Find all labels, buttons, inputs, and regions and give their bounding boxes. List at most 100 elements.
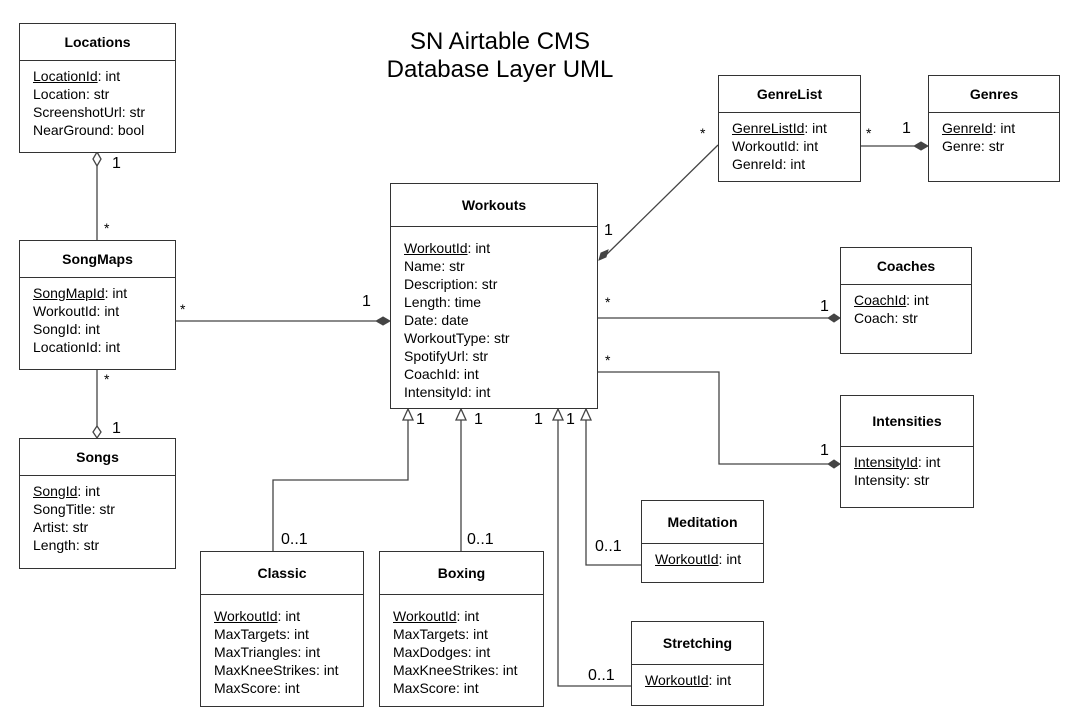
attribute: WorkoutId: int [33, 303, 120, 319]
attribute-list: WorkoutId: int [632, 665, 763, 695]
attribute: NearGround: bool [33, 122, 145, 138]
attribute: MaxKneeStrikes: int [214, 662, 339, 678]
attribute-list: GenreId: int Genre: str [929, 113, 1059, 161]
attribute: Location: str [33, 86, 110, 102]
attribute-list: WorkoutId: int MaxTargets: int MaxTriang… [201, 595, 363, 703]
attribute: Length: time [404, 294, 482, 310]
class-coaches: Coaches CoachId: int Coach: str [840, 247, 972, 354]
attribute: CoachId: int [854, 292, 929, 308]
attribute: SongId: int [33, 483, 100, 499]
multiplicity-label: 1 [820, 298, 829, 315]
class-name: Locations [20, 24, 175, 61]
class-name: Coaches [841, 248, 971, 285]
class-classic: Classic WorkoutId: int MaxTargets: int M… [200, 551, 364, 707]
multiplicity-label: 0..1 [281, 531, 308, 548]
class-genres: Genres GenreId: int Genre: str [928, 75, 1060, 182]
attribute: GenreListId: int [732, 120, 827, 136]
multiplicity-label: * [605, 352, 611, 368]
class-name: Intensities [841, 396, 973, 447]
class-intensities: Intensities IntensityId: int Intensity: … [840, 395, 974, 508]
class-meditation: Meditation WorkoutId: int [641, 500, 764, 583]
multiplicity-label: 1 [902, 120, 911, 137]
attribute: ScreenshotUrl: str [33, 104, 146, 120]
multiplicity-label: * [605, 294, 611, 310]
class-name: Songs [20, 439, 175, 476]
attribute: SpotifyUrl: str [404, 348, 489, 364]
attribute: WorkoutId: int [393, 608, 480, 624]
class-name: SongMaps [20, 241, 175, 278]
attribute: IntensityId: int [854, 454, 941, 470]
attribute: Name: str [404, 258, 465, 274]
attribute-list: WorkoutId: int Name: str Description: st… [391, 227, 597, 407]
multiplicity-label: * [866, 125, 872, 141]
attribute: MaxScore: int [214, 680, 300, 696]
multiplicity-label: 0..1 [595, 538, 622, 555]
class-name: Stretching [632, 622, 763, 665]
diagram-title: SN Airtable CMS Database Layer UML [350, 28, 650, 84]
attribute: WorkoutId: int [645, 672, 732, 688]
attribute-list: CoachId: int Coach: str [841, 285, 971, 333]
class-genrelist: GenreList GenreListId: int WorkoutId: in… [718, 75, 861, 182]
title-line-1: SN Airtable CMS [409, 28, 591, 55]
attribute: MaxTargets: int [214, 626, 309, 642]
multiplicity-label: 1 [416, 411, 425, 428]
attribute: CoachId: int [404, 366, 479, 382]
attribute: LocationId: int [33, 68, 121, 84]
class-songs: Songs SongId: int SongTitle: str Artist:… [19, 438, 176, 569]
attribute: WorkoutId: int [214, 608, 301, 624]
attribute-list: LocationId: int Location: str Screenshot… [20, 61, 175, 145]
multiplicity-label: 1 [604, 222, 613, 239]
class-songmaps: SongMaps SongMapId: int WorkoutId: int S… [19, 240, 176, 370]
class-name: Classic [201, 552, 363, 595]
attribute: MaxDodges: int [393, 644, 491, 660]
attribute: GenreId: int [942, 120, 1016, 136]
attribute: MaxTriangles: int [214, 644, 321, 660]
title-line-2: Database Layer UML [386, 56, 614, 83]
attribute: Coach: str [854, 310, 918, 326]
attribute: LocationId: int [33, 339, 121, 355]
multiplicity-label: * [104, 220, 110, 236]
attribute: IntensityId: int [404, 384, 491, 400]
attribute: WorkoutType: str [404, 330, 510, 346]
multiplicity-label: * [104, 371, 110, 387]
attribute: WorkoutId: int [732, 138, 819, 154]
attribute: WorkoutId: int [404, 240, 491, 256]
class-name: Genres [929, 76, 1059, 113]
multiplicity-label: 1 [474, 411, 483, 428]
class-name: Boxing [380, 552, 543, 595]
attribute: SongMapId: int [33, 285, 128, 301]
attribute: MaxScore: int [393, 680, 479, 696]
multiplicity-label: * [180, 301, 186, 317]
attribute: Date: date [404, 312, 469, 328]
class-stretching: Stretching WorkoutId: int [631, 621, 764, 706]
attribute: Artist: str [33, 519, 89, 535]
class-locations: Locations LocationId: int Location: str … [19, 23, 176, 153]
attribute: Length: str [33, 537, 100, 553]
attribute: WorkoutId: int [655, 551, 742, 567]
attribute: MaxTargets: int [393, 626, 488, 642]
attribute-list: SongId: int SongTitle: str Artist: str L… [20, 476, 175, 560]
multiplicity-label: 1 [112, 420, 121, 437]
class-workouts: Workouts WorkoutId: int Name: str Descri… [390, 183, 598, 409]
multiplicity-label: 0..1 [588, 667, 615, 684]
attribute: MaxKneeStrikes: int [393, 662, 518, 678]
class-name: GenreList [719, 76, 860, 113]
multiplicity-label: 0..1 [467, 531, 494, 548]
attribute-list: WorkoutId: int MaxTargets: int MaxDodges… [380, 595, 543, 703]
attribute-list: SongMapId: int WorkoutId: int SongId: in… [20, 278, 175, 362]
multiplicity-label: 1 [566, 411, 575, 428]
attribute: SongId: int [33, 321, 100, 337]
attribute: SongTitle: str [33, 501, 115, 517]
attribute: Genre: str [942, 138, 1005, 154]
multiplicity-label: 1 [362, 293, 371, 310]
attribute-list: IntensityId: int Intensity: str [841, 447, 973, 495]
class-boxing: Boxing WorkoutId: int MaxTargets: int Ma… [379, 551, 544, 707]
class-name: Workouts [391, 184, 597, 227]
attribute: Description: str [404, 276, 498, 292]
attribute: GenreId: int [732, 156, 806, 172]
attribute-list: GenreListId: int WorkoutId: int GenreId:… [719, 113, 860, 179]
class-name: Meditation [642, 501, 763, 544]
multiplicity-label: 1 [820, 442, 829, 459]
attribute-list: WorkoutId: int [642, 544, 763, 574]
